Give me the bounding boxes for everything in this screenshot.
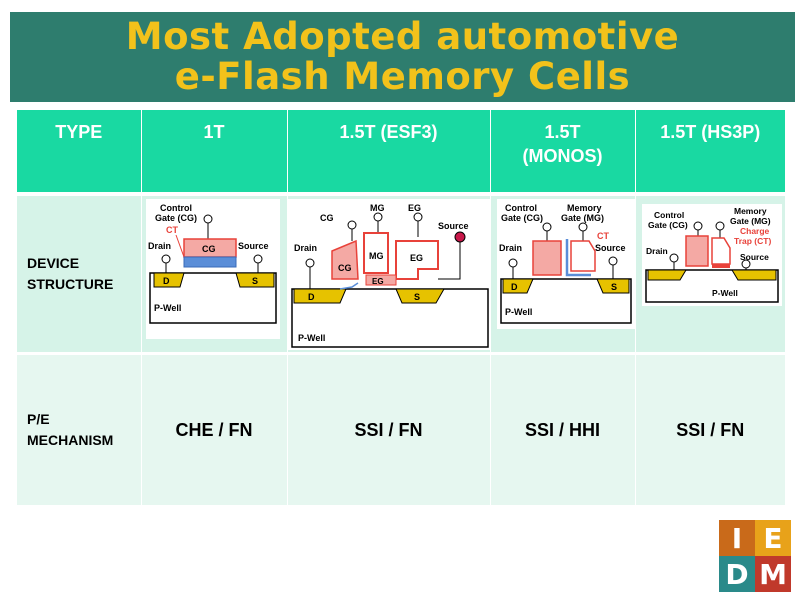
d1-cg-text: CG (202, 244, 216, 254)
d4-trap-label: Trap (CT) (734, 236, 771, 246)
d3-memory-label: Memory (567, 203, 602, 213)
header-1t: 1T (141, 110, 288, 192)
d4-control-label: Control (654, 210, 684, 220)
d1-control-label: Control (160, 203, 192, 213)
d2-cg-box: CG (338, 263, 352, 273)
pe-label-l2: MECHANISM (27, 432, 114, 448)
d4-pwell-text: P-Well (712, 288, 738, 298)
d2-d-text: D (308, 292, 315, 302)
iedm-logo: I E D M (719, 520, 791, 592)
title-banner: Most Adopted automotive e-Flash Memory C… (10, 12, 795, 102)
d4-control-label2: Gate (CG) (648, 220, 688, 230)
d4-charge-label: Charge (740, 226, 770, 236)
header-hs3p: 1.5T (HS3P) (635, 110, 785, 192)
device-label-l2: STRUCTURE (27, 276, 114, 292)
d2-drain-label: Drain (294, 243, 317, 253)
pe-mechanism-row: P/E MECHANISM CHE / FN SSI / FN SSI / HH… (17, 355, 785, 505)
header-monos-l2: (MONOS) (522, 146, 603, 166)
pe-label-l1: P/E (27, 411, 50, 427)
d4-memory-label2: Gate (MG) (730, 216, 771, 226)
d2-mg-box: MG (369, 251, 384, 261)
device-structure-label: DEVICE STRUCTURE (17, 196, 142, 352)
header-monos: 1.5T (MONOS) (490, 110, 636, 192)
d3-source-label: Source (595, 243, 626, 253)
diagram-1t: Control Gate (CG) CT CG Drain Source (145, 199, 280, 339)
pe-mechanism-label: P/E MECHANISM (17, 355, 142, 505)
d3-control-label: Control (505, 203, 537, 213)
mechanism-esf3: SSI / FN (287, 355, 491, 505)
d3-s-text: S (611, 282, 617, 292)
diagram-esf3: MG EG CG Source Drain CG (287, 199, 491, 350)
header-esf3: 1.5T (ESF3) (287, 110, 491, 192)
header-type: TYPE (17, 110, 142, 192)
d1-ct-layer (183, 256, 236, 268)
d1-control-label2: Gate (CG) (155, 213, 197, 223)
d1-drain-label: Drain (148, 241, 171, 251)
d4-drain-label: Drain (646, 246, 668, 256)
memory-cell-table: TYPE 1T 1.5T (ESF3) 1.5T (MONOS) 1.5T (HS… (17, 110, 785, 505)
d1-pwell-text: P-Well (154, 303, 181, 313)
table-header-row: TYPE 1T 1.5T (ESF3) 1.5T (MONOS) 1.5T (HS… (17, 110, 785, 192)
d3-memory-label2: Gate (MG) (561, 213, 604, 223)
d2-eg-label: EG (408, 203, 421, 213)
mechanism-1t: CHE / FN (141, 355, 288, 505)
d4-cg-gate (684, 235, 709, 267)
d2-source-label: Source (438, 221, 469, 231)
d2-eg-box: EG (410, 253, 423, 263)
d2-mg-gate (362, 232, 389, 274)
d1-source-label: Source (238, 241, 269, 251)
device-label-l1: DEVICE (27, 255, 80, 271)
d2-eg2-text: EG (372, 277, 384, 286)
d3-pwell-text: P-Well (505, 307, 532, 317)
title-line-2: e-Flash Memory Cells (174, 55, 631, 98)
logo-letter-i: I (719, 520, 755, 556)
d3-cg-gate (531, 240, 562, 276)
d3-mg-gate (569, 240, 596, 272)
d4-memory-label: Memory (734, 206, 767, 216)
d3-drain-label: Drain (499, 243, 522, 253)
d2-cg-gate (330, 239, 359, 280)
d2-s-text: S (414, 292, 420, 302)
d2-mg-label: MG (370, 203, 385, 213)
d2-cg-label: CG (320, 213, 334, 223)
logo-letter-m: M (755, 556, 791, 592)
device-structure-row: DEVICE STRUCTURE Control Gate (CG) CT CG… (17, 196, 785, 352)
d1-ct-label: CT (166, 225, 178, 235)
d3-ct-label: CT (597, 231, 609, 241)
d3-d-text: D (511, 282, 518, 292)
diagram-monos: Control Gate (CG) Memory Gate (MG) CT Dr… (496, 199, 636, 329)
logo-letter-d: D (719, 556, 755, 592)
mechanism-hs3p: SSI / FN (635, 355, 785, 505)
title-line-1: Most Adopted automotive (125, 15, 680, 58)
d1-s-text: S (252, 276, 258, 286)
diagram-hs3p: Control Gate (CG) Memory Gate (MG) Charg… (641, 204, 782, 306)
d2-pwell-text: P-Well (298, 333, 325, 343)
d1-d-text: D (163, 276, 170, 286)
d4-source-label: Source (740, 252, 769, 262)
d4-mg-gate (710, 237, 731, 265)
d2-fg (365, 274, 396, 286)
mechanism-monos: SSI / HHI (490, 355, 636, 505)
header-monos-l1: 1.5T (544, 122, 581, 142)
d3-control-label2: Gate (CG) (501, 213, 543, 223)
logo-letter-e: E (755, 520, 791, 556)
